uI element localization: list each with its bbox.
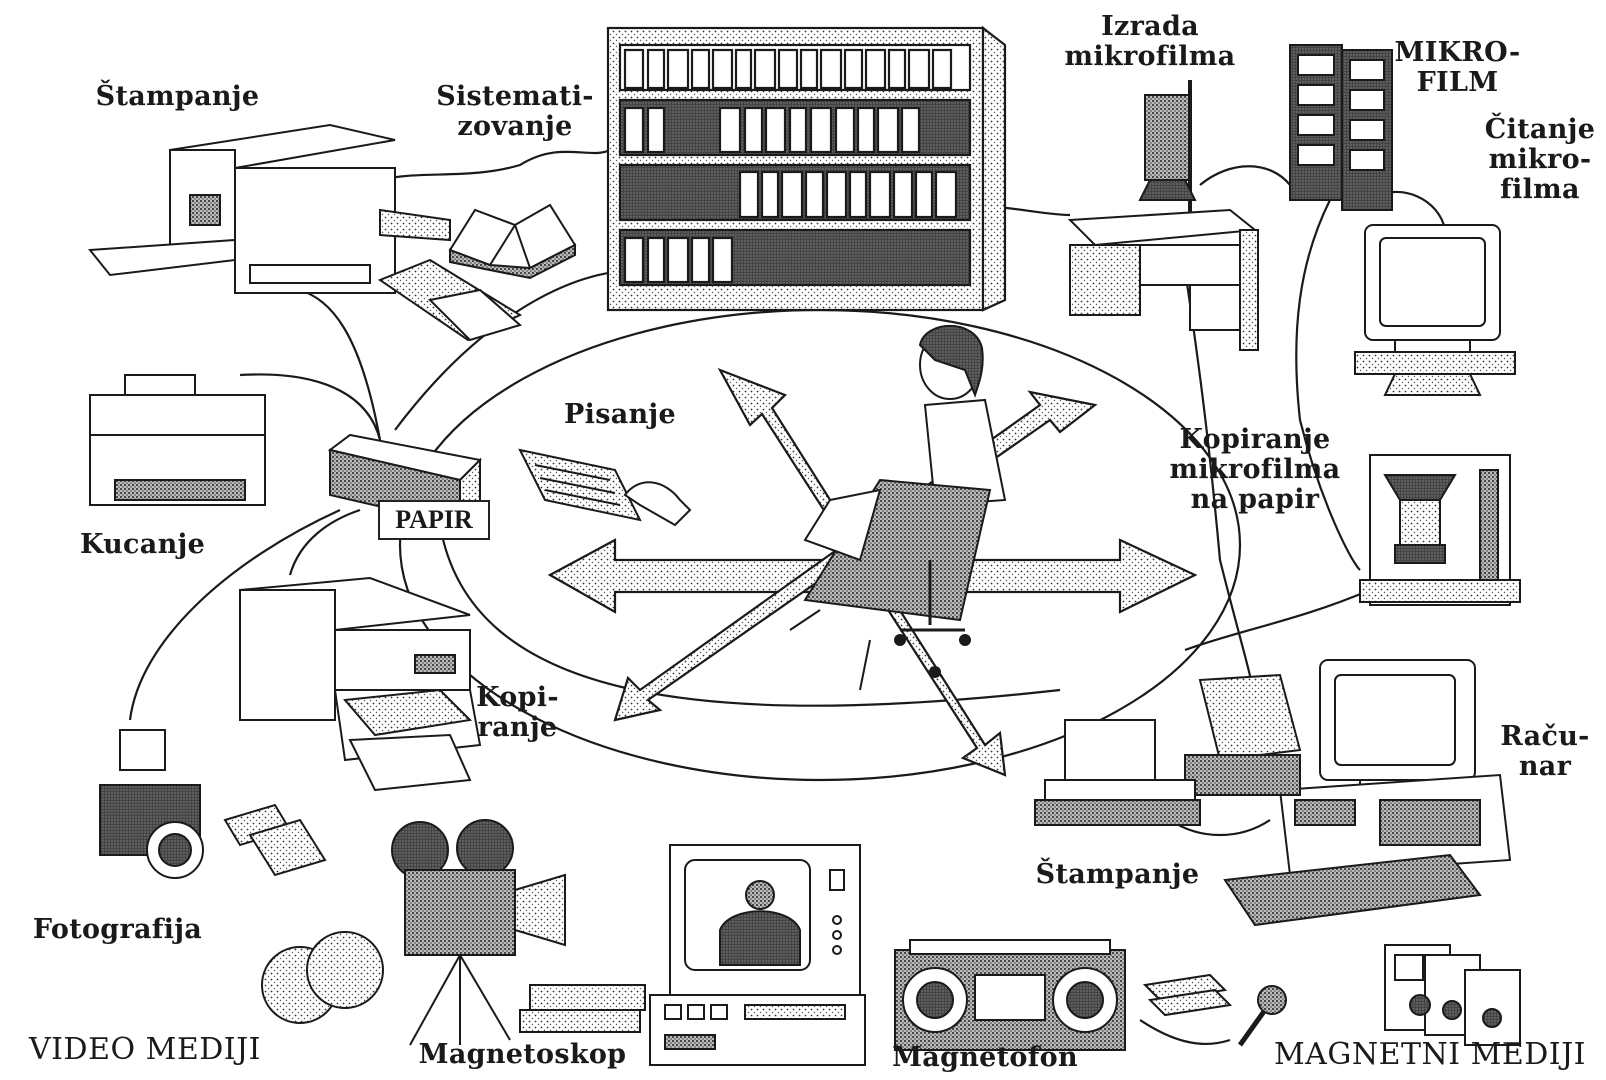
cassette-player-icon [894, 939, 1126, 1051]
computer-icon [1223, 659, 1512, 927]
camera-icon [99, 729, 327, 879]
tv-monitor-icon [649, 844, 866, 1066]
label-izrada-mikrofilma: Izrada mikrofilma [1064, 11, 1236, 72]
floppy-disk-icon [1384, 944, 1521, 1046]
label-video-mediji: VIDEO MEDIJI [29, 1032, 261, 1067]
video-tape-icon [519, 984, 646, 1033]
label-magnetofon: Magnetofon [892, 1042, 1078, 1073]
label-kopiranje: Kopi- ranje [476, 682, 559, 743]
label-fotografija: Fotografija [32, 914, 203, 945]
label-pisanje: Pisanje [564, 399, 676, 430]
label-kopiranje-mikrofilma: Kopiranje mikrofilma na papir [1169, 424, 1341, 515]
microphone-icon [1142, 973, 1287, 1047]
typewriter-icon [89, 374, 266, 506]
writing-hand-icon [518, 448, 692, 527]
label-citanje-mikrofilma: Čitanje mikro- filma [1484, 114, 1596, 205]
label-magnetoskop: Magnetoskop [418, 1039, 627, 1070]
film-camera-icon [391, 819, 566, 1046]
woman-seated-icon [789, 325, 1007, 691]
label-mikrofilm: MIKRO- FILM [1394, 37, 1521, 98]
books-icon [377, 203, 577, 342]
dot-matrix-printer-icon [1034, 673, 1302, 826]
label-racunar: Raču- nar [1500, 721, 1590, 782]
label-sistematizovanje: Sistemati- zovanje [436, 81, 594, 142]
label-stampanje-top: Štampanje [95, 81, 260, 112]
microfilm-camera-desk-icon [1067, 80, 1259, 351]
label-stampanje-bottom: Štampanje [1035, 859, 1200, 890]
bookshelf-icon [606, 25, 1007, 312]
printer-large-icon [88, 123, 451, 294]
papir-label: PAPIR [378, 500, 490, 540]
label-kucanje: Kucanje [79, 529, 206, 560]
microfilm-cabinet-icon [1289, 44, 1393, 211]
microfilm-reader-icon [1354, 224, 1516, 396]
microfilm-copier-icon [1359, 454, 1521, 606]
label-magnetni-mediji: MAGNETNI MEDIJI [1273, 1037, 1587, 1072]
photocopier-icon [239, 576, 482, 792]
connection-lines [128, 148, 1447, 1045]
video-disc-icon [261, 931, 384, 1024]
